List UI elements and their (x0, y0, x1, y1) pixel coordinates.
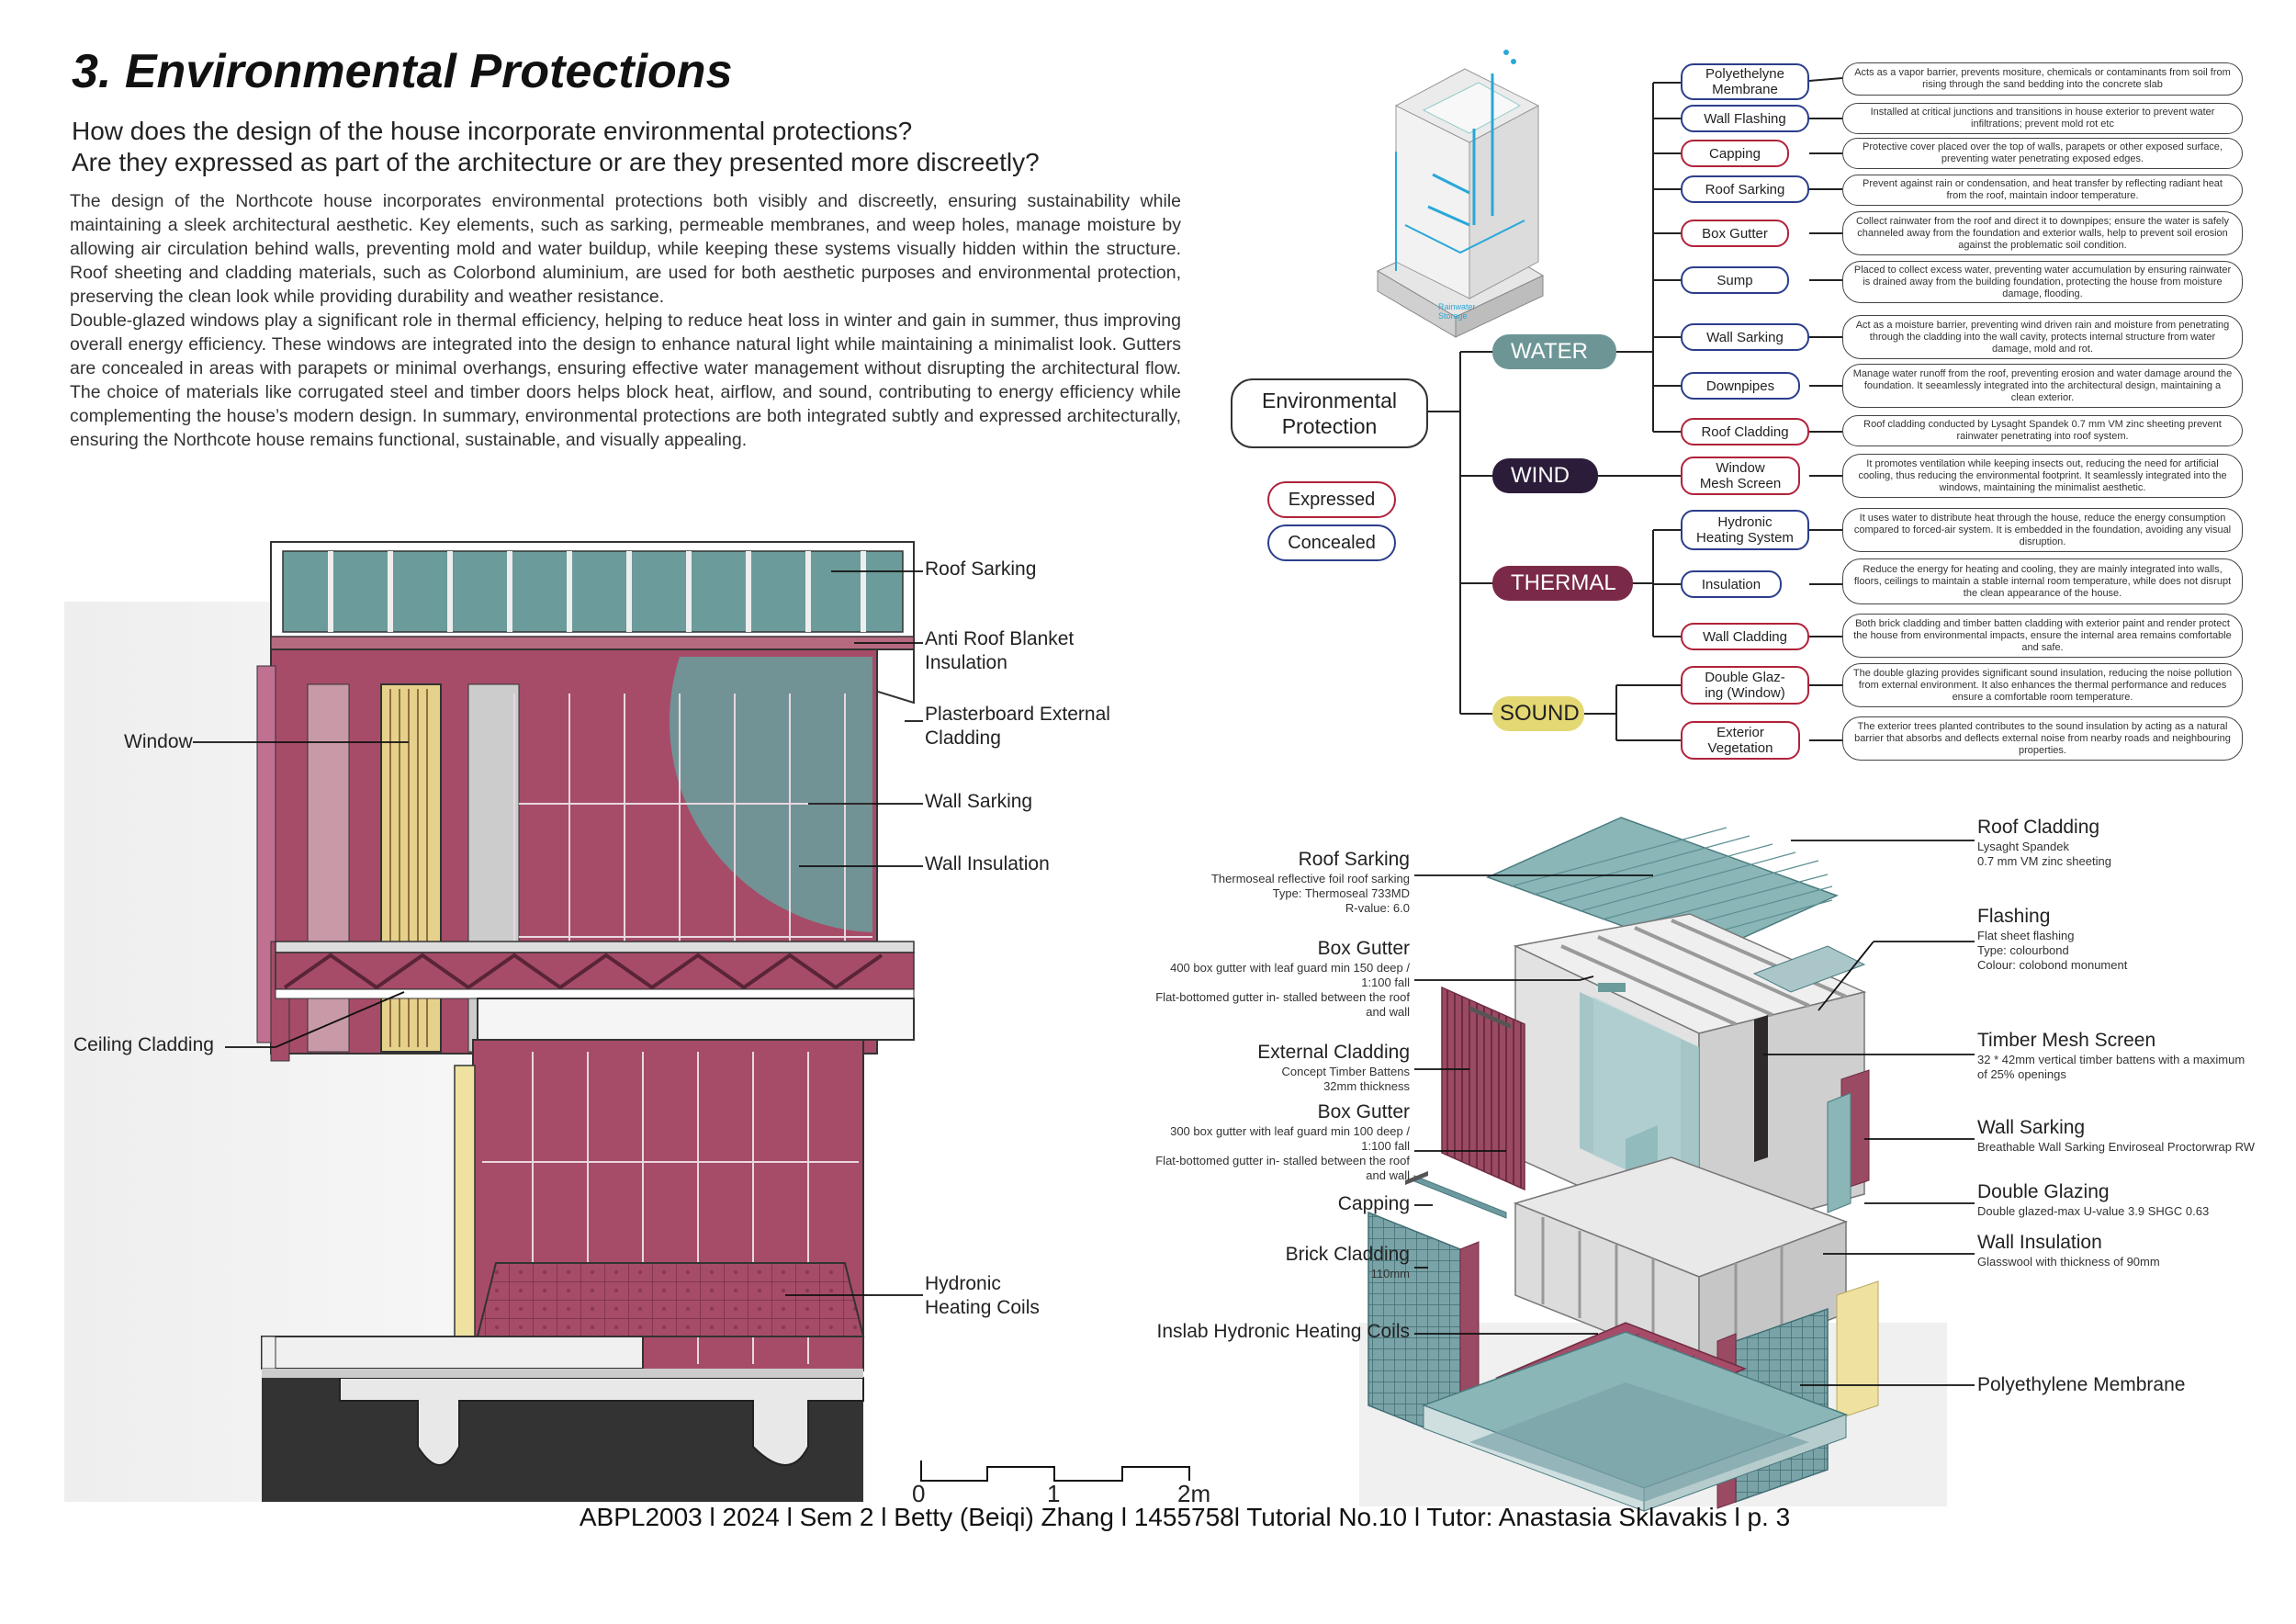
axo-label-title: Roof Cladding (1977, 817, 2100, 838)
rainwater-storage-label: Rainwater Storage (1438, 302, 1476, 321)
legend-expressed: Expressed (1267, 481, 1396, 518)
item-hydronic-heating: Hydronic Heating System (1681, 510, 1809, 550)
legend-concealed: Concealed (1267, 524, 1396, 561)
label-plasterboard-cladding: Plasterboard External Cladding (925, 704, 1110, 749)
scale-tick-1: 1 (1047, 1480, 1061, 1507)
axo-label-title: Brick Cladding (1285, 1244, 1410, 1265)
axo-label-title: Box Gutter (1317, 938, 1410, 959)
axo-label-sub: 110mm (1370, 1267, 1410, 1280)
wall-section-drawing (64, 541, 915, 1502)
desc-wall-cladding: Both brick cladding and timber batten cl… (1842, 614, 2243, 658)
axo-label-brick-cladding: Brick Cladding 110mm (1286, 1243, 1410, 1281)
item-wall-sarking: Wall Sarking (1681, 323, 1809, 351)
item-downpipes: Downpipes (1681, 372, 1800, 400)
axo-label-polyethylene-membrane: Polyethylene Membrane (1977, 1374, 2186, 1395)
category-water: WATER (1492, 334, 1616, 369)
axo-label-sub: 300 box gutter with leaf guard min 100 d… (1155, 1124, 1410, 1182)
axo-label-title: Wall Insulation (1977, 1232, 2102, 1253)
axo-label-title: Timber Mesh Screen (1977, 1030, 2156, 1051)
desc-sump: Placed to collect excess water, preventi… (1842, 261, 2243, 303)
question-1: How does the design of the house incorpo… (72, 117, 913, 145)
desc-exterior-vegetation: The exterior trees planted contributes t… (1842, 716, 2243, 761)
exploded-axo-drawing (1359, 817, 1947, 1512)
footer: ABPL2003 l 2024 l Sem 2 l Betty (Beiqi) … (0, 1503, 2296, 1532)
item-window-mesh-screen: Window Mesh Screen (1681, 457, 1800, 495)
axo-label-sub: Thermoseal reflective foil roof sarking … (1210, 872, 1410, 915)
desc-insulation: Reduce the energy for heating and coolin… (1842, 558, 2243, 604)
category-thermal: THERMAL (1492, 566, 1633, 601)
item-double-glazing: Double Glaz- ing (Window) (1681, 666, 1809, 705)
axo-label-wall-sarking: Wall Sarking Breathable Wall Sarking Env… (1977, 1116, 2255, 1155)
axo-label-external-cladding: External Cladding Concept Timber Battens… (1257, 1041, 1410, 1094)
scale-tick-0: 0 (912, 1480, 926, 1507)
item-wall-flashing: Wall Flashing (1681, 105, 1809, 132)
body-paragraph-2: Double-glazed windows play a significant… (70, 310, 1181, 450)
axo-label-sub: Concept Timber Battens 32mm thickness (1281, 1065, 1410, 1093)
axo-label-title: External Cladding (1257, 1042, 1410, 1063)
desc-roof-cladding: Roof cladding conducted by Lysaght Spand… (1842, 415, 2243, 446)
label-ceiling-cladding: Ceiling Cladding (73, 1034, 214, 1055)
axo-label-sub: Breathable Wall Sarking Enviroseal Proct… (1977, 1140, 2256, 1154)
axo-label-title: Wall Sarking (1977, 1117, 2086, 1138)
desc-window-mesh-screen: It promotes ventilation while keeping in… (1842, 454, 2243, 498)
question-2: Are they expressed as part of the archit… (72, 148, 1040, 176)
axo-label-sub: Double glazed-max U-value 3.9 SHGC 0.63 (1977, 1204, 2210, 1218)
axo-label-sub: Glasswool with thickness of 90mm (1977, 1255, 2160, 1269)
item-roof-sarking: Roof Sarking (1681, 175, 1809, 203)
axo-label-sub: Flat sheet flashing Type: colourbond Col… (1977, 929, 2128, 972)
axo-label-wall-insulation: Wall Insulation Glasswool with thickness… (1977, 1231, 2160, 1269)
desc-wall-flashing: Installed at critical junctions and tran… (1842, 103, 2243, 134)
item-box-gutter: Box Gutter (1681, 220, 1789, 247)
desc-box-gutter: Collect rainwater from the roof and dire… (1842, 211, 2243, 255)
item-wall-cladding: Wall Cladding (1681, 623, 1809, 650)
axo-label-sub: 32 * 42mm vertical timber battens with a… (1977, 1053, 2245, 1081)
desc-wall-sarking: Act as a moisture barrier, preventing wi… (1842, 315, 2243, 359)
axo-label-title: Box Gutter (1317, 1101, 1410, 1122)
page-title: 3. Environmental Protections (72, 45, 733, 98)
water-axo-drawing (1376, 50, 1545, 338)
category-sound: SOUND (1492, 696, 1584, 731)
item-polyethylene-membrane: Polyethelyne Membrane (1681, 63, 1809, 100)
axo-label-sub: Lysaght Spandek 0.7 mm VM zinc sheeting (1977, 840, 2111, 868)
label-hydronic-coils: Hydronic Heating Coils (925, 1273, 1040, 1318)
body-paragraph-1: The design of the Northcote house incorp… (70, 191, 1181, 307)
axo-label-box-gutter-lower: Box Gutter 300 box gutter with leaf guar… (1155, 1100, 1410, 1183)
item-roof-cladding: Roof Cladding (1681, 418, 1809, 445)
label-wall-sarking: Wall Sarking (925, 791, 1033, 812)
label-anti-roof-blanket: Anti Roof Blanket Insulation (925, 628, 1075, 673)
axo-label-title: Double Glazing (1977, 1181, 2110, 1202)
item-insulation: Insulation (1681, 570, 1782, 598)
desc-double-glazing: The double glazing provides significant … (1842, 663, 2243, 707)
mindmap-root: Environmental Protection (1231, 378, 1428, 448)
desc-polyethylene-membrane: Acts as a vapor barrier, prevents mositu… (1842, 62, 2243, 96)
label-roof-sarking: Roof Sarking (925, 558, 1037, 580)
item-exterior-vegetation: Exterior Vegetation (1681, 721, 1800, 760)
desc-capping: Protective cover placed over the top of … (1842, 138, 2243, 169)
item-capping: Capping (1681, 140, 1789, 167)
desc-roof-sarking: Prevent against rain or condensation, an… (1842, 175, 2243, 206)
label-window: Window (124, 731, 193, 752)
category-wind: WIND (1492, 458, 1598, 493)
desc-hydronic-heating: It uses water to distribute heat through… (1842, 508, 2243, 552)
axo-label-inslab-hydronic: Inslab Hydronic Heating Coils (1156, 1321, 1410, 1342)
body-text: The design of the Northcote house incorp… (70, 189, 1181, 452)
axo-label-sub: 400 box gutter with leaf guard min 150 d… (1155, 961, 1410, 1019)
item-sump: Sump (1681, 266, 1789, 294)
axo-label-title: Roof Sarking (1298, 849, 1410, 870)
axo-label-title: Flashing (1977, 906, 2051, 927)
axo-label-roof-cladding: Roof Cladding Lysaght Spandek 0.7 mm VM … (1977, 816, 2111, 869)
axo-label-capping: Capping (1337, 1193, 1410, 1214)
axo-label-double-glazing: Double Glazing Double glazed-max U-value… (1977, 1180, 2209, 1219)
footer-text: ABPL2003 l 2024 l Sem 2 l Betty (Beiqi) … (579, 1503, 1791, 1531)
axo-label-timber-mesh-screen: Timber Mesh Screen 32 * 42mm vertical ti… (1977, 1029, 2245, 1082)
scale-tick-2m: 2m (1177, 1480, 1211, 1507)
desc-downpipes: Manage water runoff from the roof, preve… (1842, 364, 2243, 408)
axo-label-flashing: Flashing Flat sheet flashing Type: colou… (1977, 905, 2127, 973)
axo-label-box-gutter-upper: Box Gutter 400 box gutter with leaf guar… (1155, 937, 1410, 1020)
label-wall-insulation: Wall Insulation (925, 853, 1050, 874)
axo-label-roof-sarking: Roof Sarking Thermoseal reflective foil … (1211, 848, 1410, 916)
